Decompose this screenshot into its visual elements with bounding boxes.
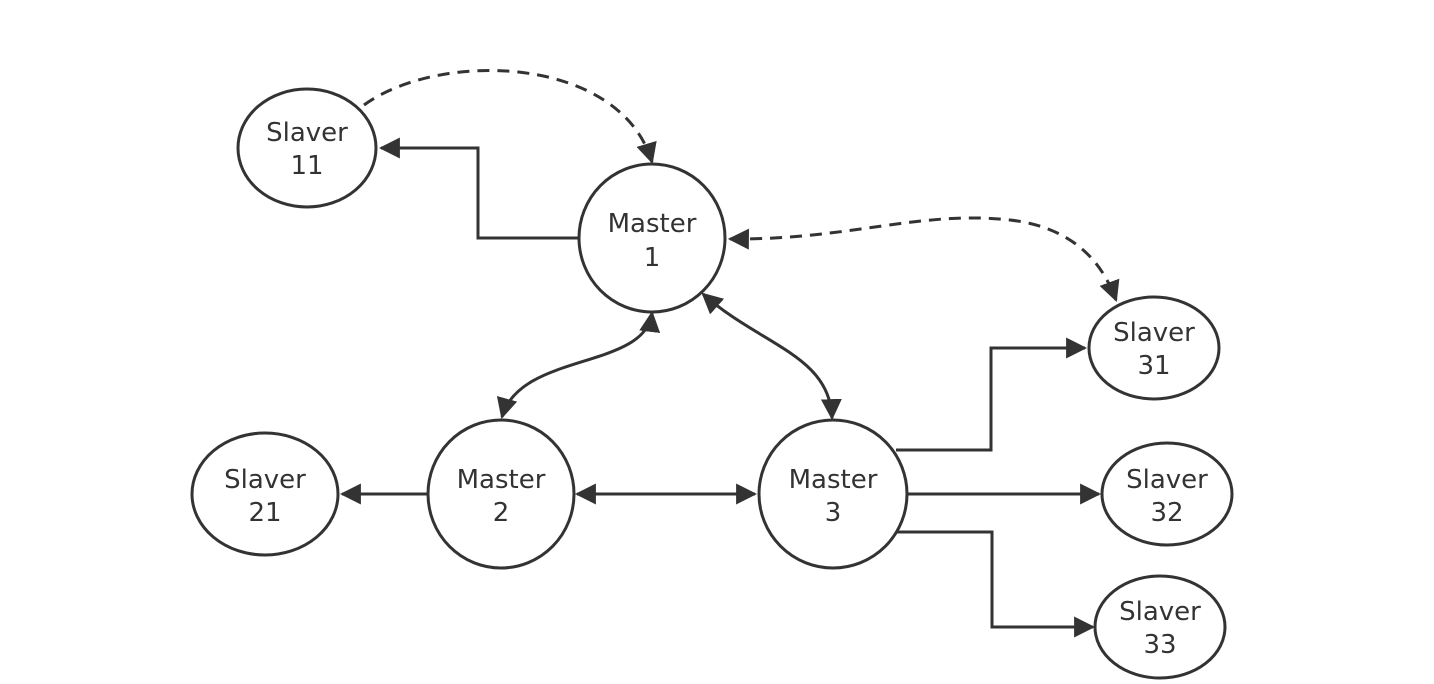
edge-master3-to-slaver33 xyxy=(893,530,1096,638)
node-slaver-21: Slaver 21 xyxy=(190,431,340,557)
node-slaver-32-line2: 32 xyxy=(1150,498,1183,528)
node-slaver-11-line2: 11 xyxy=(290,151,323,181)
node-master-2-line1: Master xyxy=(457,465,546,495)
node-master-2: Master 2 xyxy=(426,418,576,570)
node-master-3-line1: Master xyxy=(789,465,878,495)
edge-master3-to-slaver31 xyxy=(896,337,1088,452)
edges xyxy=(339,68,1120,638)
nodes: Slaver 11 Master 1 Slaver 31 Slaver 21 M… xyxy=(190,87,1234,680)
node-slaver-33-line1: Slaver xyxy=(1119,597,1201,627)
node-master-1: Master 1 xyxy=(577,162,727,314)
node-slaver-21-line1: Slaver xyxy=(224,465,306,495)
node-slaver-11-shape xyxy=(236,87,378,209)
node-master-1-shape xyxy=(577,162,727,314)
node-slaver-21-line2: 21 xyxy=(248,498,281,528)
node-slaver-33-line2: 33 xyxy=(1143,630,1176,660)
node-slaver-31: Slaver 31 xyxy=(1087,295,1221,401)
node-slaver-21-shape xyxy=(190,431,340,557)
node-slaver-31-line2: 31 xyxy=(1137,351,1170,381)
node-slaver-31-line1: Slaver xyxy=(1113,318,1195,348)
edge-master1-slaver31-dashed xyxy=(727,216,1120,302)
edge-master1-master2 xyxy=(496,310,661,420)
edge-master1-to-slaver11 xyxy=(378,137,578,240)
node-slaver-11: Slaver 11 xyxy=(236,87,378,209)
node-slaver-32-shape xyxy=(1100,441,1234,547)
node-slaver-33: Slaver 33 xyxy=(1093,574,1227,680)
node-slaver-11-line1: Slaver xyxy=(266,118,348,148)
node-slaver-32-line1: Slaver xyxy=(1126,465,1208,495)
node-slaver-32: Slaver 32 xyxy=(1100,441,1234,547)
node-master-3: Master 3 xyxy=(757,418,909,570)
node-master-3-shape xyxy=(757,418,909,570)
node-slaver-33-shape xyxy=(1093,574,1227,680)
node-master-3-line2: 3 xyxy=(825,498,842,528)
node-master-1-line1: Master xyxy=(608,209,697,239)
node-master-2-line2: 2 xyxy=(493,498,510,528)
edge-slaver11-to-master1-dashed xyxy=(363,68,657,165)
node-master-1-line2: 1 xyxy=(644,243,661,273)
node-master-2-shape xyxy=(426,418,576,570)
node-slaver-31-shape xyxy=(1087,295,1221,401)
edge-master1-master3 xyxy=(701,292,842,421)
